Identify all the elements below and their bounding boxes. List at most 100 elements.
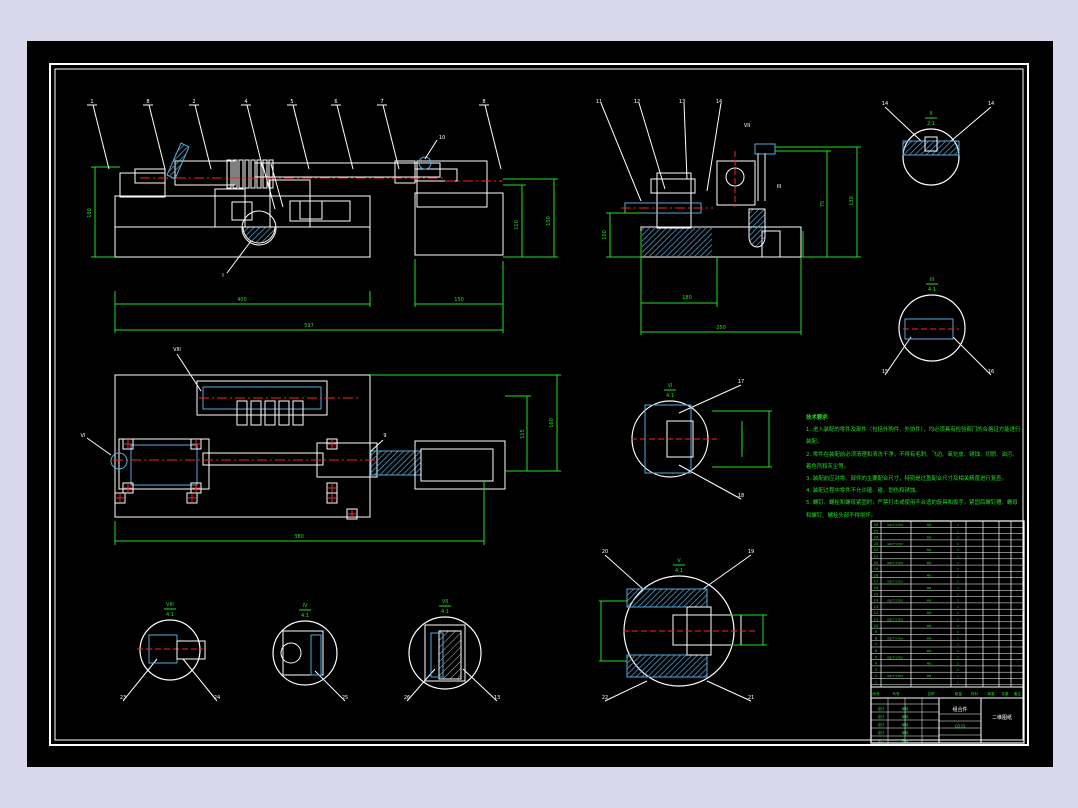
outer-border	[49, 63, 1029, 746]
table-cell: 18	[874, 573, 878, 577]
table-header: 序号	[872, 691, 880, 696]
table-cell: 22	[874, 548, 878, 552]
motor-top	[416, 160, 488, 208]
table-cell: 1	[957, 605, 959, 609]
table-cell: 1	[957, 567, 959, 571]
leader-arrow	[604, 554, 644, 590]
title-cell: 设计	[878, 706, 886, 711]
clamp	[148, 634, 178, 664]
detail-scale: 4:1	[301, 613, 309, 619]
side-clamp	[754, 143, 776, 155]
detail-label: IV	[303, 603, 308, 609]
table-cell: 1	[957, 624, 959, 628]
view-label: III	[777, 184, 781, 190]
table-cell: 26	[874, 523, 878, 527]
table-cell: 19	[874, 567, 878, 571]
view-label: I	[222, 273, 223, 279]
left-bracket	[119, 172, 166, 198]
leader-arrow	[600, 102, 642, 202]
leader-arrow	[706, 102, 722, 192]
table-cell: 1	[957, 611, 959, 615]
leader-arrow	[292, 104, 310, 170]
callout-number: 26	[404, 695, 410, 701]
leader-arrow	[86, 437, 112, 456]
callout-number: 8	[146, 99, 149, 105]
dimension-text: 75	[820, 201, 826, 207]
leader-arrow	[462, 668, 498, 702]
nut-segment	[250, 159, 256, 189]
leader-arrow	[683, 102, 688, 180]
table-cell: GB/T 5783	[887, 636, 903, 640]
bolt-head	[190, 438, 202, 450]
table-cell: GB/T 5783	[887, 523, 903, 527]
leader-arrow	[148, 104, 166, 170]
bolt-head	[186, 492, 198, 504]
table-cell: GB/T 5783	[887, 561, 903, 565]
table-cell: 9	[875, 630, 877, 634]
dimension-text: 130	[849, 196, 855, 206]
side-collar	[650, 178, 696, 194]
table-cell: GB/T 5783	[887, 542, 903, 546]
coupling-shaft	[414, 168, 458, 182]
leader-arrow	[194, 104, 212, 170]
detail-scale: 4:1	[166, 612, 174, 618]
bolt-head	[122, 482, 134, 494]
detail-scale: 4:1	[675, 568, 683, 574]
leader-arrow	[884, 106, 922, 142]
table-cell: M8	[927, 523, 932, 527]
table-cell: 6	[875, 649, 877, 653]
detail-circle	[418, 156, 432, 170]
callout-number: 25	[342, 695, 348, 701]
top-motor	[414, 440, 506, 490]
dimension-text: 597	[304, 323, 314, 329]
detail-scale: 2:1	[927, 121, 935, 127]
callout-number: 13	[679, 99, 685, 105]
section-hatch	[626, 654, 708, 678]
dimension-text: 100	[602, 230, 608, 240]
notes-item: 1. 进入装配的零件及部件（包括外购件、外协件），均必须具有检验部门的合格证方能…	[806, 427, 1021, 446]
detail-label: VII	[442, 599, 448, 605]
lever	[262, 165, 276, 210]
callout-number: 11	[596, 99, 602, 105]
nut-segment	[262, 159, 268, 189]
dimension-text: 250	[716, 325, 726, 331]
detail-scale: 4:1	[928, 287, 936, 293]
view-label: VII	[744, 123, 750, 129]
notes-item: 5. 螺钉、螺栓和螺母紧固时，严禁打击或使用不合适的旋具和扳手，紧固后螺钉槽、螺…	[806, 500, 1018, 519]
callout-number: 18	[738, 493, 744, 499]
callout-number: 9	[383, 433, 386, 439]
table-cell: M8	[927, 649, 932, 653]
leader-arrow	[370, 439, 384, 452]
drawing-number: 二维图纸	[992, 714, 1012, 721]
leader-arrow	[92, 104, 110, 170]
leader-arrow	[678, 384, 742, 414]
top-gear-tooth	[250, 400, 262, 426]
callout-number: 4	[244, 99, 247, 105]
callout-number: 5	[290, 99, 293, 105]
table-cell: 1	[957, 643, 959, 647]
table-cell: M8	[927, 573, 932, 577]
callout-number: 6	[334, 99, 337, 105]
top-gear-tooth	[278, 400, 290, 426]
table-cell: 25	[874, 529, 878, 533]
bolt-head	[326, 438, 338, 450]
detail-circle	[110, 452, 128, 470]
table-cell: 8	[875, 636, 877, 640]
table-cell: 1	[957, 655, 959, 659]
callout-number: 19	[748, 549, 754, 555]
leader-arrow	[382, 104, 400, 170]
table-header: 单重	[987, 691, 995, 696]
table-cell: 17	[874, 580, 878, 584]
callout-number: 14	[988, 101, 994, 107]
leader-arrow	[950, 106, 992, 142]
side-motor-hub	[725, 167, 745, 187]
callout-number: 10	[439, 135, 445, 141]
title-cell: 设计	[878, 738, 886, 743]
table-cell: GB/T 5783	[887, 674, 903, 678]
table-cell: 4	[875, 662, 878, 666]
section-hatch	[626, 588, 708, 608]
right-bracket	[269, 179, 311, 228]
table-cell: 5	[875, 655, 877, 659]
table-cell: 1	[957, 555, 959, 559]
